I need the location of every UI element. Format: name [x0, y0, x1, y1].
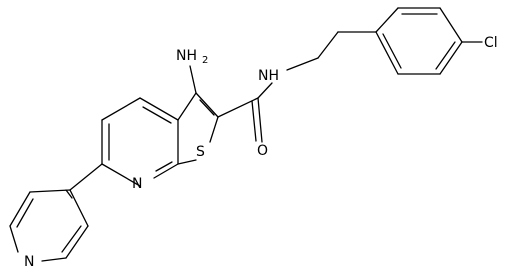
- amine-label: NH: [176, 48, 197, 64]
- ring-nitrogen-label: N: [132, 176, 142, 192]
- chlorine-label: Cl: [484, 35, 498, 51]
- chlorophenyl-ring: [375, 7, 483, 75]
- pyridyl-ring: [9, 163, 103, 262]
- thiophene-ring: [177, 92, 219, 165]
- amine-h-count: 2: [202, 55, 208, 66]
- amide-group: [217, 82, 273, 143]
- amine-bond: [189, 65, 197, 94]
- carbonyl-oxygen-label: O: [257, 143, 268, 159]
- fused-pyridine-ring: [101, 97, 179, 187]
- ethyl-linker: [286, 31, 377, 71]
- pyridyl-nitrogen-label: N: [24, 254, 34, 269]
- amide-nh-label: NH: [258, 68, 279, 84]
- sulfur-label: S: [196, 144, 205, 160]
